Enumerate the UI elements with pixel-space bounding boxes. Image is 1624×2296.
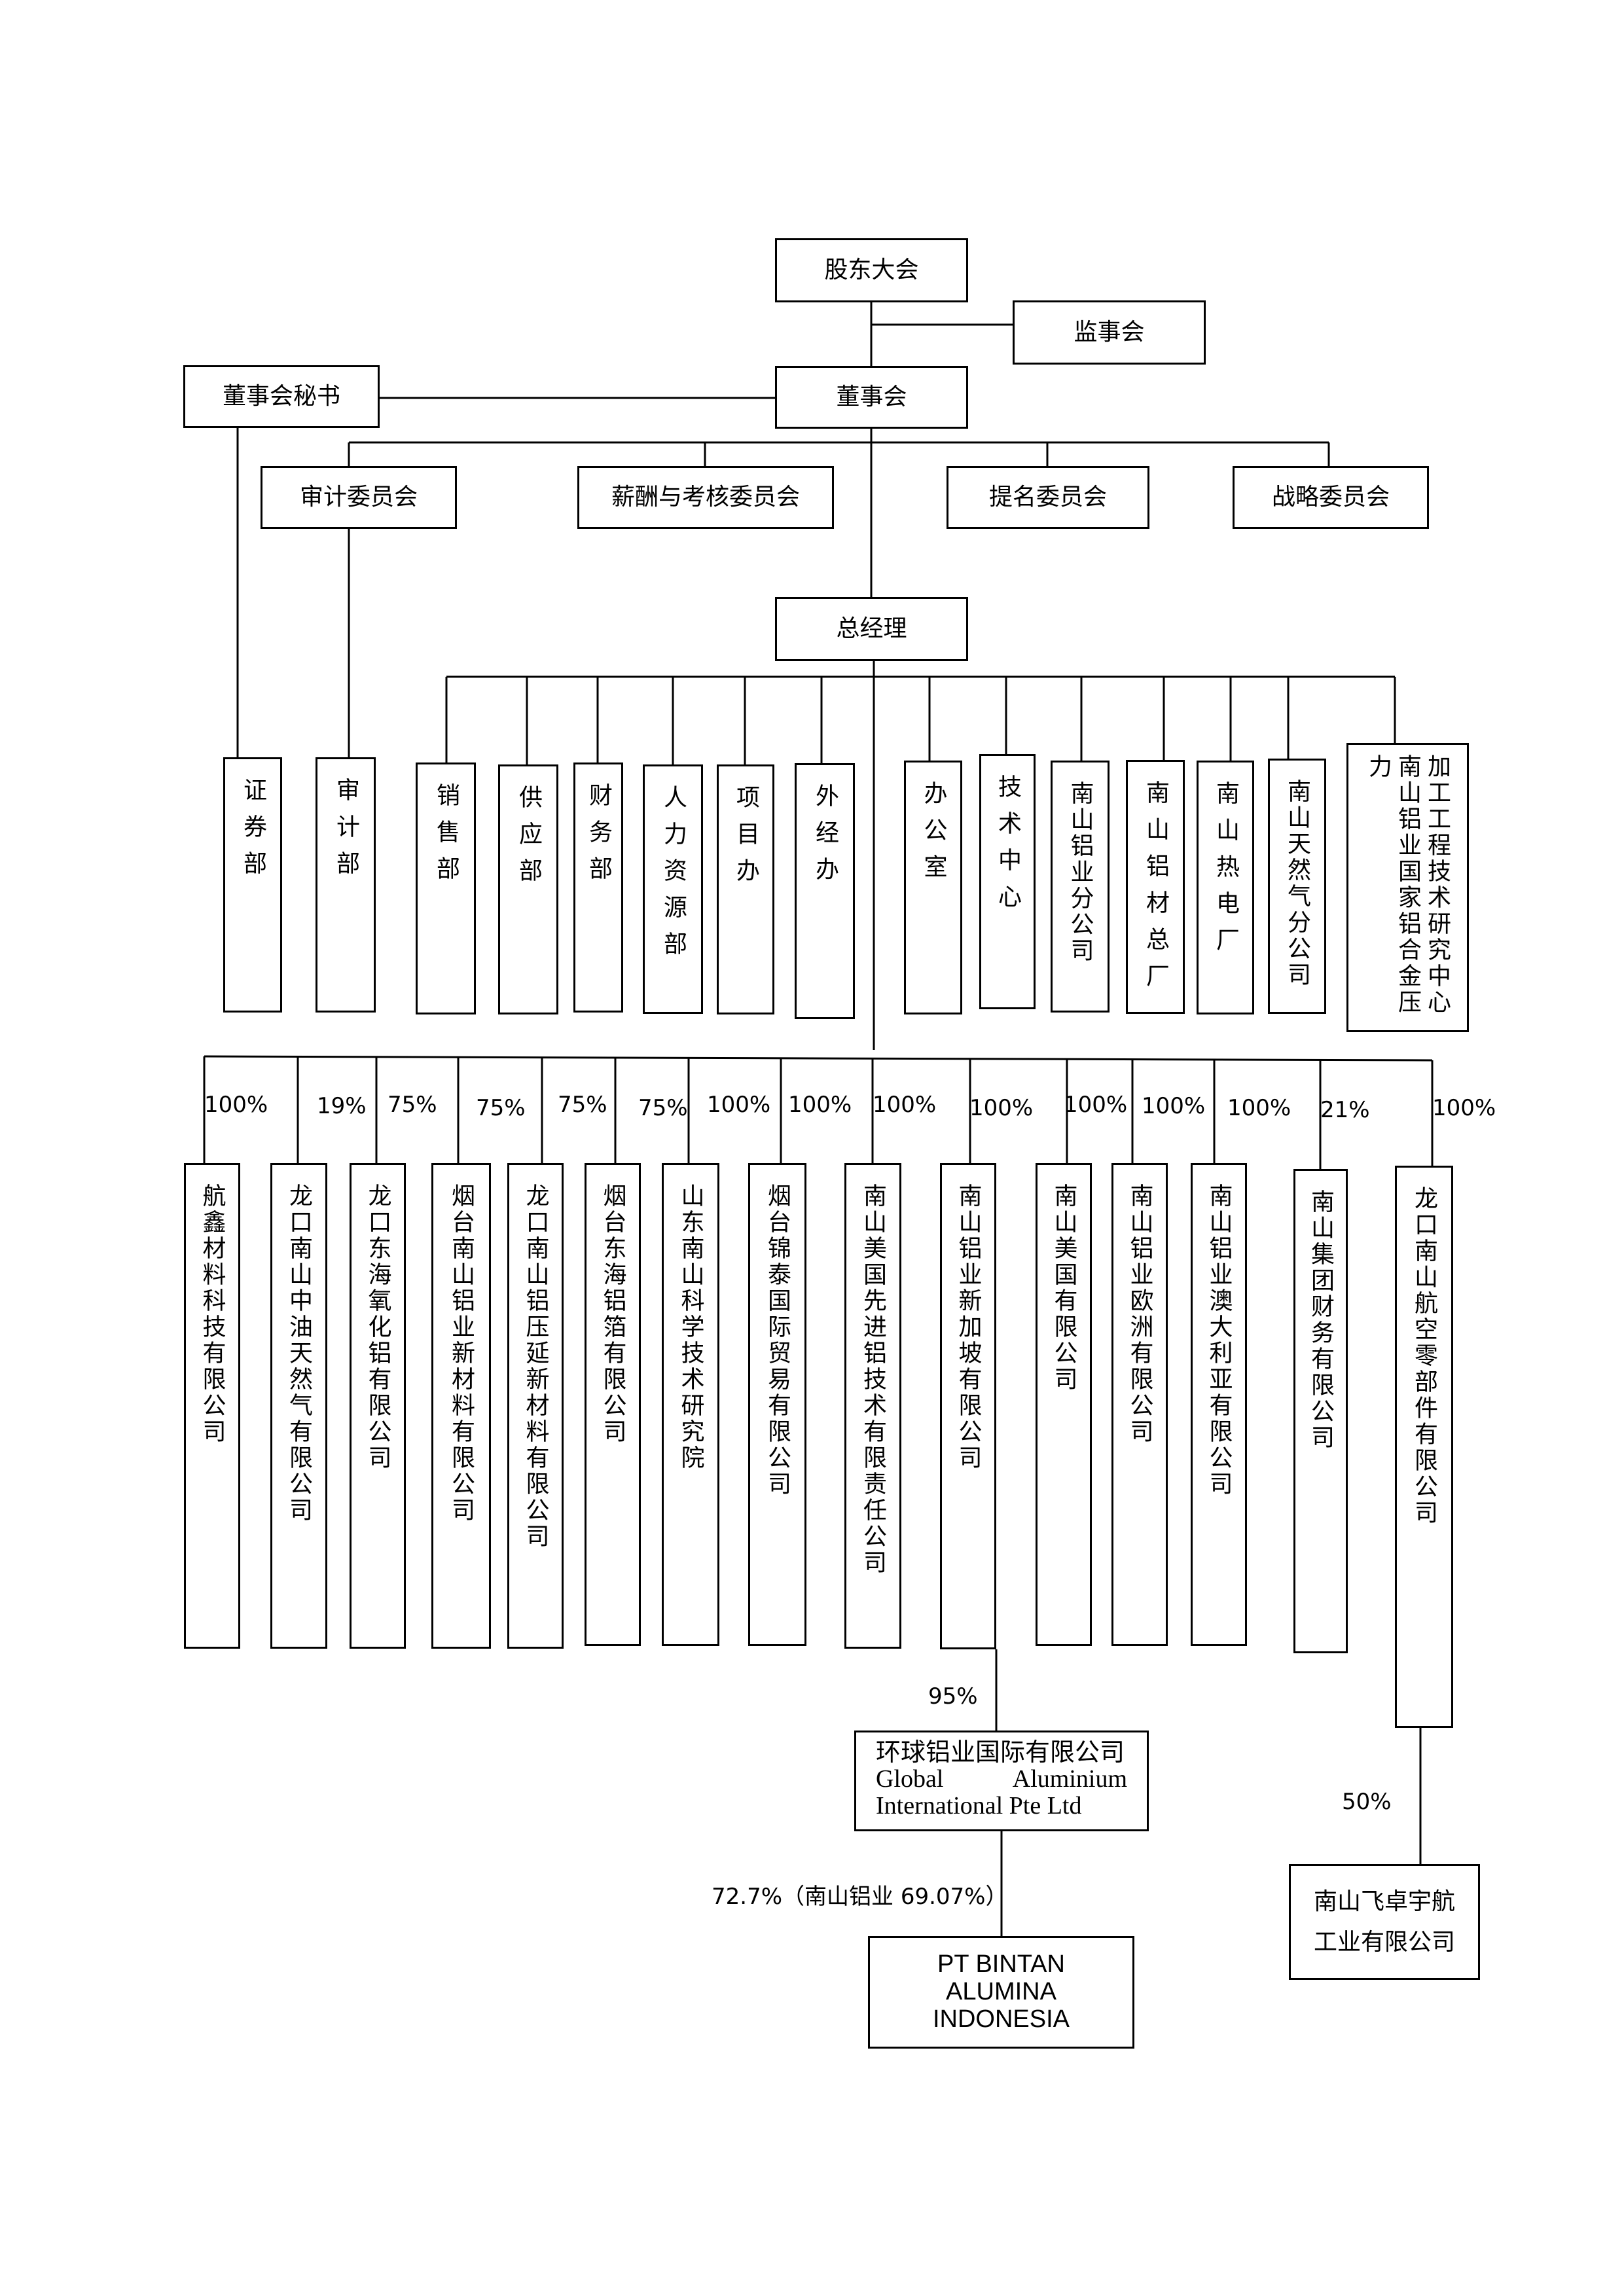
department-box: 人力资源部 [643, 764, 703, 1014]
department-box: 技术中心 [979, 754, 1036, 1009]
ownership-label: 100% [1142, 1093, 1206, 1119]
subsidiary-box: 南山美国先进铝技术有限责任公司 [844, 1163, 901, 1649]
subsidiary-box: 烟台锦泰国际贸易有限公司 [748, 1163, 806, 1646]
department-box: 南山热电厂 [1197, 761, 1254, 1014]
bintan-name-line: PT BINTAN [937, 1950, 1065, 1979]
subsidiary-box: 龙口南山航空零部件有限公司 [1395, 1166, 1453, 1728]
department-box: 南山铝业分公司 [1051, 761, 1110, 1013]
department-box: 南山天然气分公司 [1268, 759, 1326, 1014]
department-box: 项目办 [717, 764, 774, 1014]
ownership-label: 100% [707, 1092, 771, 1118]
department-box: 证券部 [223, 757, 282, 1013]
bintan-name-line: ALUMINA [946, 1978, 1056, 2006]
committee-box: 审计委员会 [261, 466, 457, 529]
shareholders-box: 股东大会 [775, 238, 968, 302]
committee-box: 提名委员会 [947, 466, 1149, 529]
subsidiary-box: 龙口南山中油天然气有限公司 [270, 1163, 327, 1649]
ownership-label: 100% [873, 1092, 937, 1118]
subsidiary-box: 南山集团财务有限公司 [1293, 1169, 1348, 1653]
research-center-box: 南山铝业国家铝合金压力 加工工程技术研究中心 [1346, 743, 1469, 1032]
subsidiary-box: 山东南山科学技术研究院 [662, 1163, 719, 1646]
feizhuo-box: 南山飞卓宇航 工业有限公司 [1289, 1864, 1480, 1980]
subsidiary-box: 龙口南山铝压延新材料有限公司 [507, 1163, 564, 1649]
subsidiary-box: 航鑫材料科技有限公司 [184, 1163, 240, 1649]
ownership-label: 100% [1064, 1092, 1128, 1118]
department-box: 南山铝材总厂 [1126, 760, 1185, 1014]
subsidiary-box: 烟台东海铝箔有限公司 [585, 1163, 641, 1646]
ownership-label: 100% [788, 1092, 852, 1118]
board-secretary-box: 董事会秘书 [183, 365, 380, 428]
ownership-label: 100% [204, 1092, 268, 1118]
ownership-label: 75% [388, 1092, 437, 1118]
department-box: 供应部 [498, 764, 558, 1014]
department-box: 审计部 [316, 757, 376, 1013]
ownership-label: 100% [969, 1095, 1034, 1121]
general-manager-box: 总经理 [775, 597, 968, 661]
subsidiary-box: 南山铝业澳大利亚有限公司 [1191, 1163, 1247, 1646]
ownership-label: 50% [1342, 1789, 1392, 1815]
subsidiary-box: 烟台南山铝业新材料有限公司 [431, 1163, 491, 1649]
ownership-label: 19% [317, 1093, 367, 1119]
ownership-label: 75% [476, 1095, 526, 1121]
global-aluminium-cn-name: 环球铝业国际有限公司 [876, 1738, 1125, 1767]
department-box: 办公室 [904, 761, 962, 1014]
board-box: 董事会 [775, 366, 968, 429]
ownership-label: 100% [1227, 1095, 1291, 1121]
feizhuo-name-line: 工业有限公司 [1313, 1928, 1455, 1956]
department-box: 外经办 [795, 763, 855, 1019]
feizhuo-name-line: 南山飞卓宇航 [1313, 1888, 1455, 1916]
committee-box: 战略委员会 [1233, 466, 1429, 529]
ownership-label: 75% [558, 1092, 607, 1118]
bintan-name-line: INDONESIA [932, 2005, 1070, 2033]
committee-box: 薪酬与考核委员会 [577, 466, 834, 529]
department-box: 销售部 [416, 762, 476, 1014]
ownership-label: 75% [638, 1095, 688, 1121]
global-aluminium-en-name-cont: International Pte Ltd [876, 1792, 1082, 1820]
supervisors-box: 监事会 [1013, 300, 1206, 365]
ownership-label: 72.7%（南山铝业 69.07%） [712, 1884, 1008, 1910]
bintan-box: PT BINTAN ALUMINA INDONESIA [868, 1936, 1134, 2049]
subsidiary-box: 南山美国有限公司 [1036, 1163, 1092, 1646]
subsidiary-box: 南山铝业新加坡有限公司 [940, 1163, 996, 1649]
ownership-label: 21% [1320, 1097, 1370, 1123]
subsidiary-box: 龙口东海氧化铝有限公司 [350, 1163, 406, 1649]
ownership-label: 95% [928, 1683, 978, 1710]
subsidiary-box: 南山铝业欧洲有限公司 [1111, 1163, 1168, 1646]
department-box: 财务部 [573, 762, 623, 1013]
ownership-label: 100% [1432, 1095, 1496, 1121]
